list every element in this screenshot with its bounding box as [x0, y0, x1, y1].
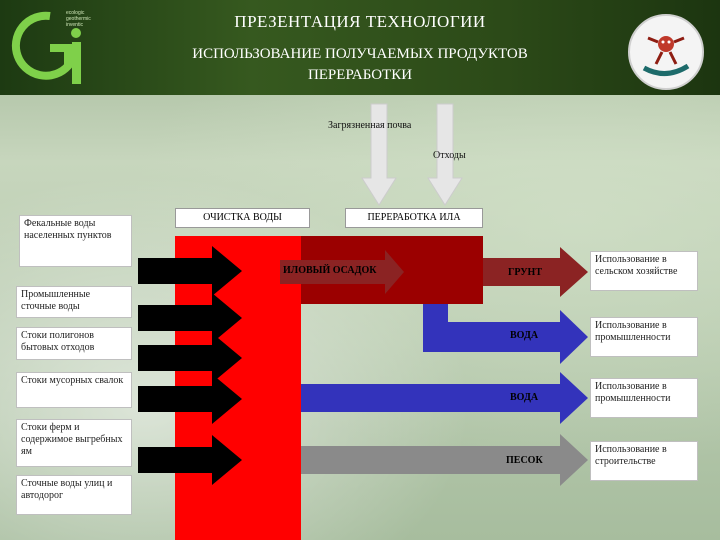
soil-caption: ГРУНТ — [508, 267, 543, 278]
use-box-industry-1: Использование в промышленности — [590, 317, 698, 357]
waste-label: Отходы — [433, 150, 466, 161]
sand-output-arrow — [300, 434, 588, 486]
water1-output-arrow — [423, 304, 588, 364]
input-arrow-3 — [138, 333, 242, 383]
soil-output-arrow — [480, 247, 588, 297]
input-arrow-5 — [138, 435, 242, 485]
header-bar: ecologic geothermic inventic ПРЕЗЕНТАЦИЯ… — [0, 0, 720, 95]
sand-caption: ПЕСОК — [506, 455, 543, 466]
source-box-3: Стоки полигонов бытовых отходов — [16, 327, 132, 360]
water1-caption: ВОДА — [510, 330, 539, 341]
gi-logo: ecologic geothermic inventic — [10, 6, 110, 90]
input-arrow-4 — [138, 374, 242, 424]
input-arrow-1 — [138, 246, 242, 296]
water2-caption: ВОДА — [510, 392, 539, 403]
soil-down-arrow — [361, 103, 397, 206]
contaminated-soil-label: Загрязненная почва — [328, 120, 412, 131]
use-box-industry-2: Использование в промышленности — [590, 378, 698, 418]
source-box-5: Стоки ферм и содержимое выгребных ям — [16, 419, 132, 467]
input-arrow-2 — [138, 293, 242, 343]
use-box-agriculture: Использование в сельском хозяйстве — [590, 251, 698, 291]
page-title: ПРЕЗЕНТАЦИЯ ТЕХНОЛОГИИ — [234, 12, 486, 31]
page-subtitle: ИСПОЛЬЗОВАНИЕ ПОЛУЧАЕМЫХ ПРОДУКТОВ ПЕРЕР… — [192, 46, 528, 83]
sludge-caption: ИЛОВЫЙ ОСАДОК — [283, 265, 377, 276]
sludge-processing-header: ПЕРЕРАБОТКА ИЛА — [345, 208, 483, 228]
sludge-arrow — [280, 250, 404, 294]
logo-small-text: ecologic geothermic inventic — [66, 10, 91, 28]
source-box-1: Фекальные воды населенных пунктов — [19, 215, 132, 267]
use-box-construction: Использование в строительстве — [590, 441, 698, 481]
emblem-logo — [628, 14, 704, 90]
water2-output-arrow — [300, 372, 588, 424]
source-box-4: Стоки мусорных свалок — [16, 372, 132, 408]
water-treatment-header: ОЧИСТКА ВОДЫ — [175, 208, 310, 228]
waste-down-arrow — [427, 103, 463, 206]
source-box-2: Промышленные сточные воды — [16, 286, 132, 318]
source-box-6: Сточные воды улиц и автодорог — [16, 475, 132, 515]
